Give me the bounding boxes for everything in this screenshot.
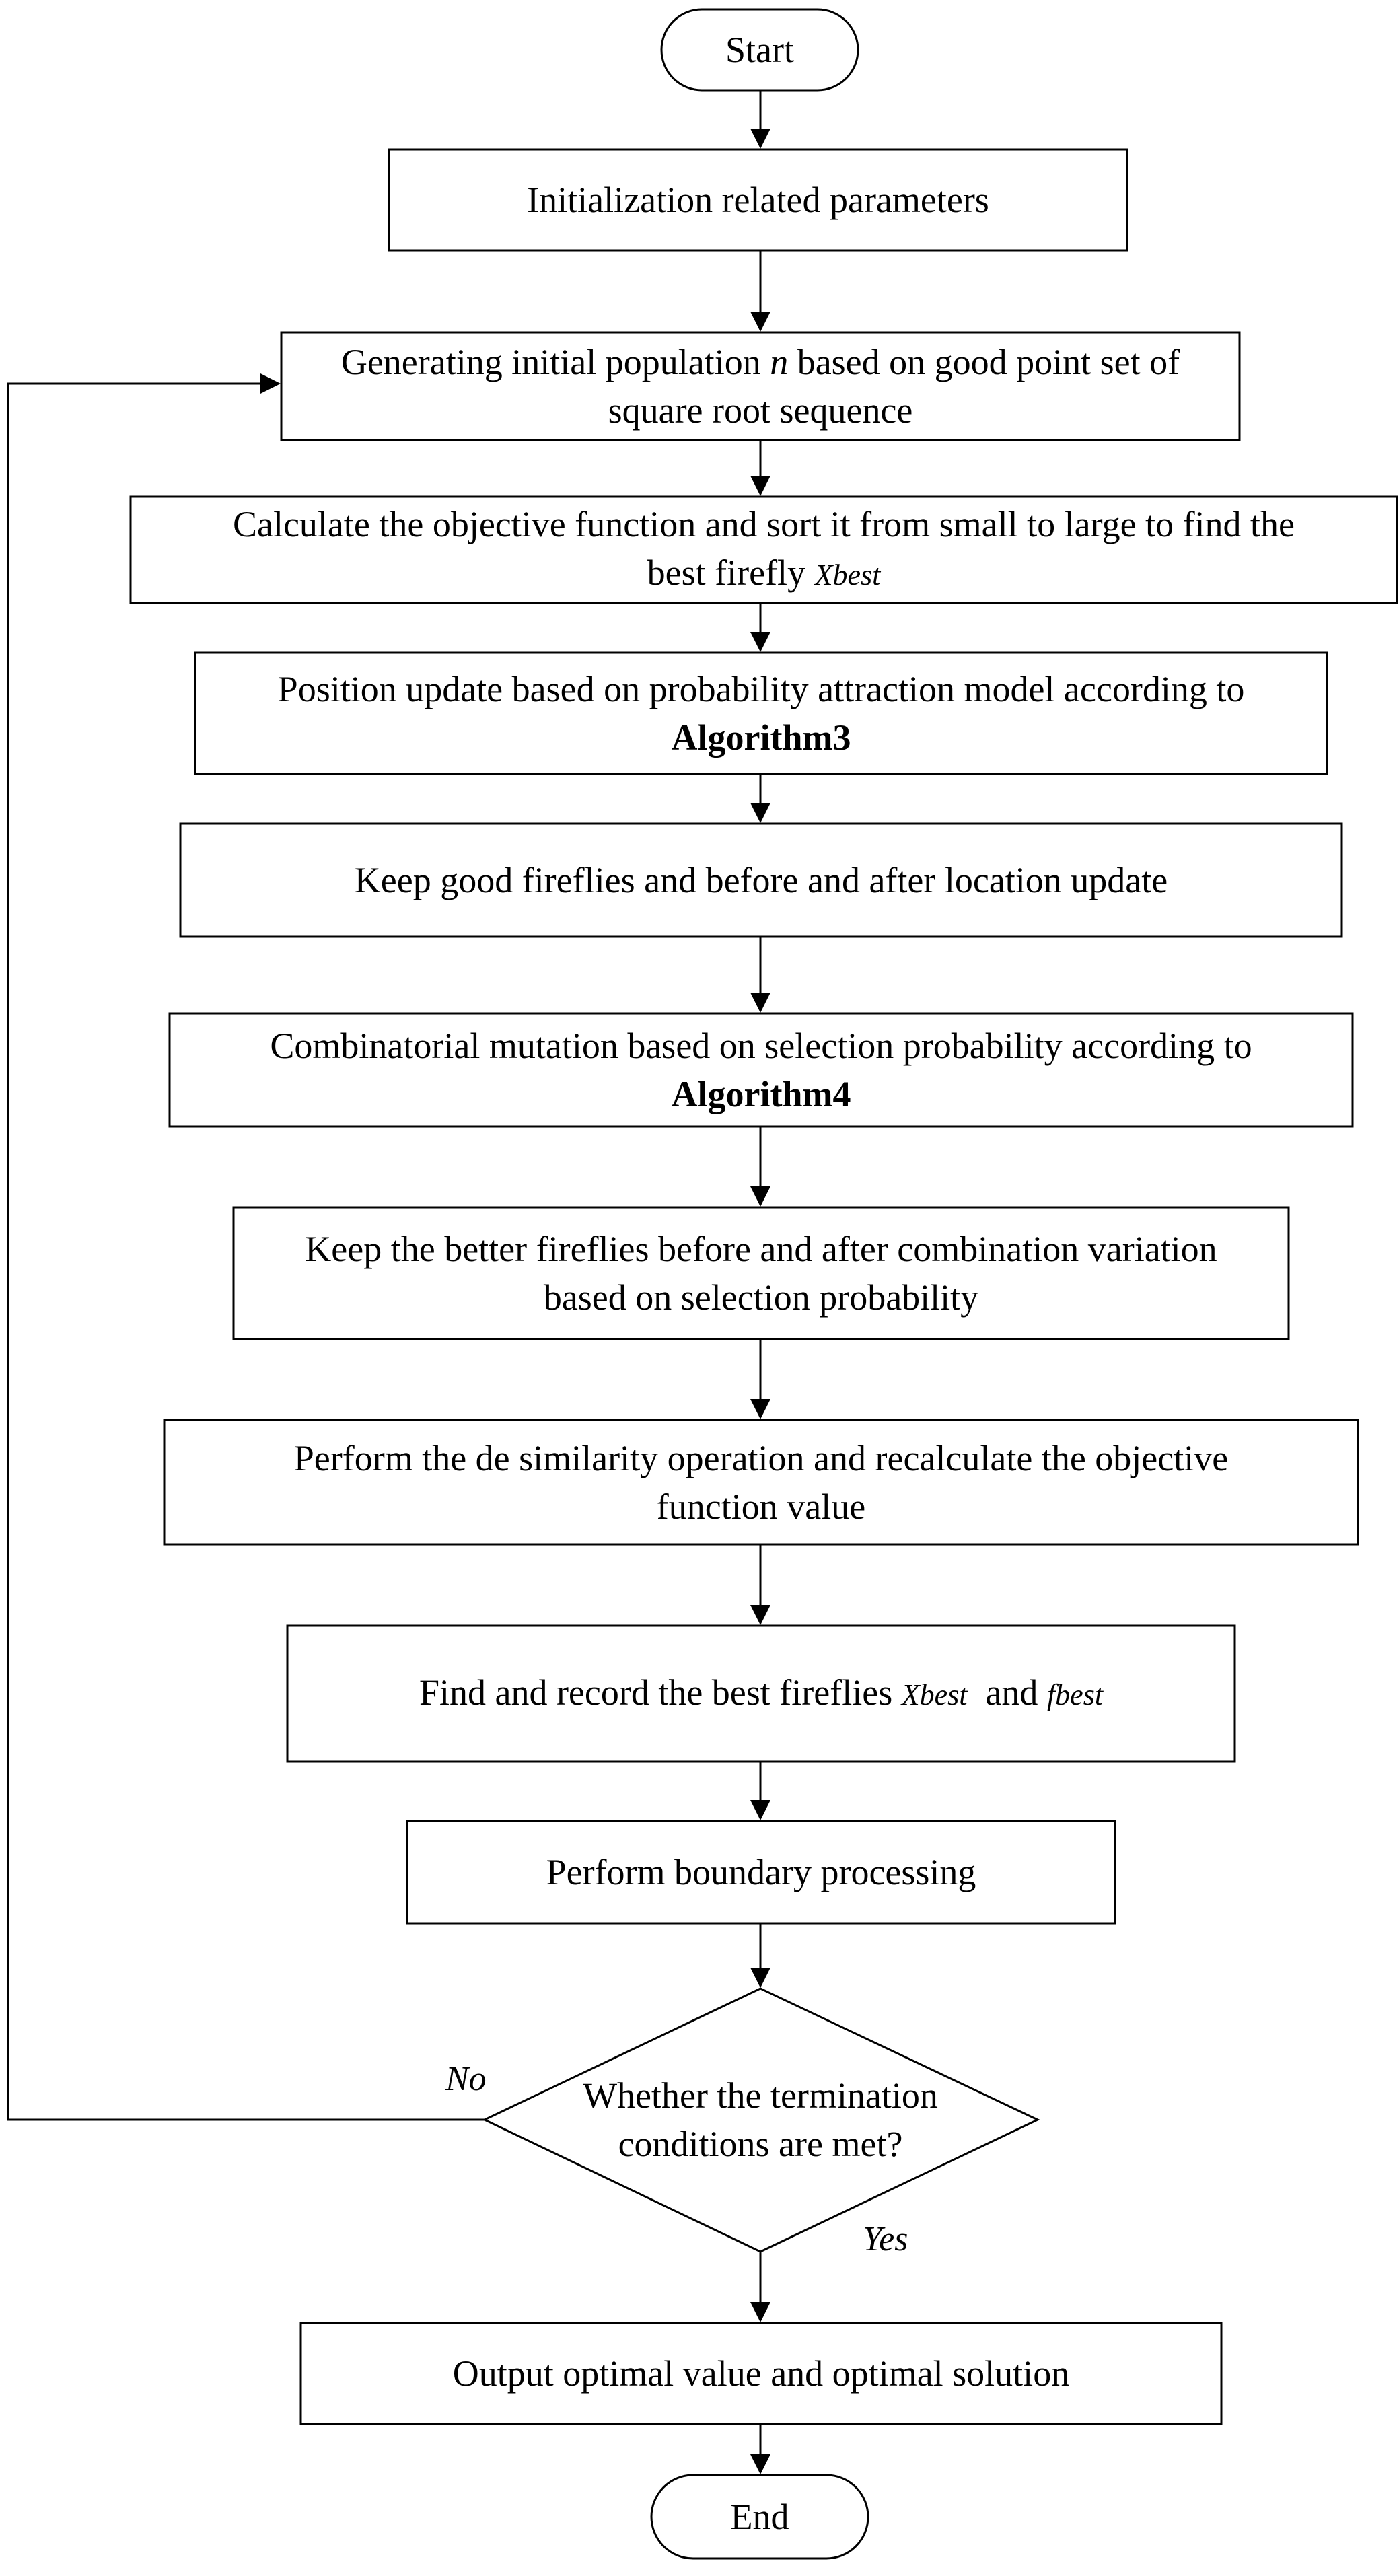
similarity-label: Perform the de similarity operation and … xyxy=(293,1437,1229,1527)
end-terminal xyxy=(650,2474,869,2560)
yes-branch-label: Yes xyxy=(863,2220,908,2258)
end-label: End xyxy=(730,2497,789,2537)
start-label: Start xyxy=(725,30,794,70)
loop-back-no-path xyxy=(7,373,485,2121)
output-label: Output optimal value and optimal solutio… xyxy=(452,2353,1070,2394)
record-label: Find and record the best fireflies Xbest… xyxy=(419,1672,1104,1713)
position-label: Position update based on probability att… xyxy=(277,669,1245,758)
decision-label: Whether the termination conditions are m… xyxy=(583,2075,938,2164)
generate-label: Generating initial population n based on… xyxy=(340,342,1180,431)
calculate-box xyxy=(129,495,1398,604)
init-box xyxy=(388,148,1128,252)
mutation-label: Combinatorial mutation based on selectio… xyxy=(270,1026,1252,1114)
calculate-label: Calculate the objective function and sor… xyxy=(232,504,1295,593)
no-branch-label: No xyxy=(445,2060,487,2098)
init-label: Initialization related parameters xyxy=(527,180,989,220)
keep-better-label: Keep the better fireflies before and aft… xyxy=(305,1229,1217,1318)
boundary-label: Perform boundary processing xyxy=(546,1852,976,1892)
keep-good-label: Keep good fireflies and before and after… xyxy=(354,860,1168,900)
